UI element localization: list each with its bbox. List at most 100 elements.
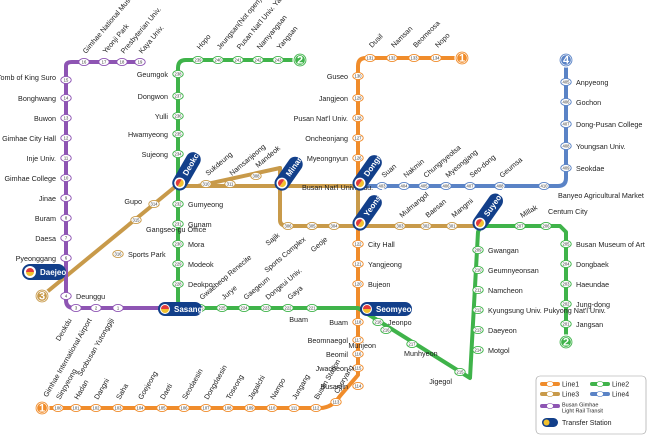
station-marker[interactable] [306,221,318,231]
station-marker[interactable] [60,75,72,85]
station-marker[interactable] [60,193,72,203]
transfer-pill[interactable]: Sasang [158,302,203,316]
station-marker[interactable] [352,239,364,249]
transfer-sasang[interactable]: Sasang [158,302,203,316]
station-marker[interactable] [60,113,72,123]
station-marker[interactable] [472,285,484,295]
terminal-line4-north[interactable]: 4 [558,52,574,68]
station-marker[interactable] [352,349,364,359]
station-marker[interactable] [224,179,236,189]
station-marker[interactable] [394,221,406,231]
station-marker[interactable] [352,363,364,373]
station-marker[interactable] [172,129,184,139]
transfer-pill-bg[interactable] [360,302,412,316]
station-marker[interactable] [398,181,410,191]
station-marker[interactable] [60,133,72,143]
station-marker[interactable] [376,181,388,191]
station-marker[interactable] [116,57,128,67]
station-marker[interactable] [260,303,272,313]
station-marker[interactable] [98,57,110,67]
terminal-line2-north[interactable]: 2 [292,52,308,68]
station-marker[interactable] [472,325,484,335]
station-marker[interactable] [266,403,278,413]
station-marker[interactable] [472,245,484,255]
station-marker[interactable] [172,219,184,229]
station-marker[interactable] [60,93,72,103]
station-marker[interactable] [440,181,452,191]
terminal-line2-south[interactable]: 2 [558,334,574,350]
station-marker[interactable] [352,335,364,345]
station-marker[interactable] [306,303,318,313]
station-marker[interactable] [472,265,484,275]
station-marker[interactable] [352,133,364,143]
station-marker[interactable] [560,299,572,309]
station-marker[interactable] [330,397,342,407]
station-marker[interactable] [112,249,124,259]
station-marker[interactable] [60,213,72,223]
station-marker[interactable] [352,153,364,163]
terminal-line1-north[interactable]: 1 [454,50,470,66]
station-marker[interactable] [408,53,420,63]
station-marker[interactable] [380,325,392,335]
station-marker[interactable] [420,221,432,231]
station-marker[interactable] [212,55,224,65]
station-marker[interactable] [560,163,572,173]
station-marker[interactable] [134,57,146,67]
station-marker[interactable] [156,403,168,413]
station-marker[interactable] [288,403,300,413]
station-marker[interactable] [352,381,364,391]
station-marker[interactable] [538,181,550,191]
station-marker[interactable] [90,403,102,413]
station-marker[interactable] [310,403,322,413]
transfer-pill[interactable]: Seomyeon [360,302,417,316]
station-marker[interactable] [430,53,442,63]
station-marker[interactable] [472,305,484,315]
transfer-pill-bg[interactable] [158,302,202,316]
station-marker[interactable] [216,303,228,313]
station-marker[interactable] [252,55,264,65]
station-marker[interactable] [282,303,294,313]
station-marker[interactable] [60,233,72,243]
station-marker[interactable] [70,303,82,313]
station-marker[interactable] [52,403,64,413]
station-marker[interactable] [560,77,572,87]
